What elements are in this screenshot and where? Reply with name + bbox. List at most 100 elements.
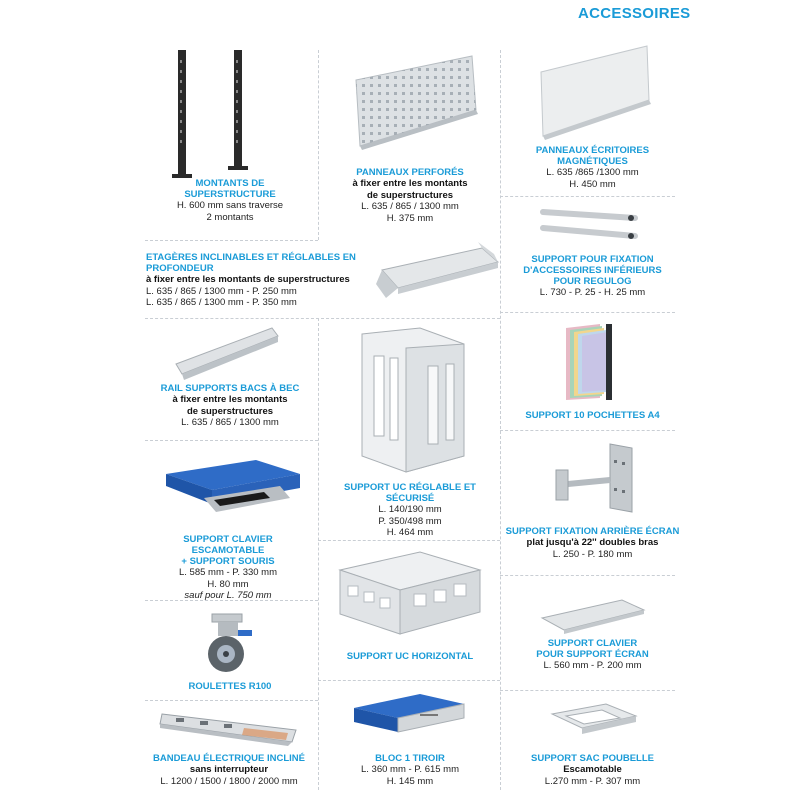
shelves-subtitle: à fixer entre les montants de superstruc… [146,274,350,285]
lower-mount-title: POUR REGULOG [553,276,632,287]
row-divider [318,680,500,681]
monitor-keyboard-tray-image [540,599,646,634]
monitor-arm-image [555,443,633,513]
drawer-block-info: BLOC 1 TIROIR L. 360 mm - P. 615 mm H. 1… [325,753,495,787]
bin-rail-title: RAIL SUPPORTS BACS À BEC [160,383,300,394]
keyboard-drawer-spec: H. 80 mm [207,578,249,590]
pc-holder-spec: H. 464 mm [386,527,434,538]
lower-mount-info: SUPPORT POUR FIXATION D'ACCESSOIRES INFÉ… [510,254,675,299]
pc-holder-image [361,327,465,473]
page-title: ACCESSOIRES [578,5,691,22]
power-strip-title: BANDEAU ÉLECTRIQUE INCLINÉ [152,753,305,764]
bin-rail-subtitle: de superstructures [186,405,274,417]
trash-bag-holder-image [550,703,638,734]
trash-bag-holder-spec: L.270 mm - P. 307 mm [544,775,641,787]
monitor-keyboard-tray-title: SUPPORT CLAVIER [547,638,638,649]
a4-pockets-info: SUPPORT 10 POCHETTES A4 [510,410,675,421]
a4-pockets-title: SUPPORT 10 POCHETTES A4 [525,410,660,421]
perforated-panel-subtitle: de superstructures [366,189,454,201]
trash-bag-holder-info: SUPPORT SAC POUBELLE Escamotable L.270 m… [510,753,675,787]
row-divider [318,540,500,541]
monitor-arm-spec: L. 250 - P. 180 mm [552,548,633,560]
perforated-panel-subtitle: à fixer entre les montants [352,178,468,189]
whiteboard-panel-title: MAGNÉTIQUES [557,156,628,167]
monitor-arm-subtitle: plat jusqu'à 22'' doubles bras [526,537,659,548]
row-divider [145,240,318,241]
row-divider [145,700,318,701]
whiteboard-panel-image [540,45,651,140]
pc-holder-spec: P. 350/498 mm [378,515,442,527]
uprights-title: MONTANTS DE [195,178,265,189]
whiteboard-panel-info: PANNEAUX ÉCRITOIRES MAGNÉTIQUES L. 635 /… [510,145,675,190]
monitor-arm-info: SUPPORT FIXATION ARRIÈRE ÉCRAN plat jusq… [505,526,680,560]
column-divider [318,318,319,790]
trash-bag-holder-subtitle: Escamotable [563,764,622,775]
drawer-block-spec: L. 360 mm - P. 615 mm [360,764,460,775]
whiteboard-panel-title: PANNEAUX ÉCRITOIRES [535,145,650,156]
uprights-info: MONTANTS DE SUPERSTRUCTURE H. 600 mm san… [150,178,310,223]
keyboard-drawer-spec: L. 585 mm - P. 330 mm [178,567,278,578]
shelves-spec: L. 635 / 865 / 1300 mm - P. 250 mm [146,285,297,297]
perforated-panel-spec: L. 635 / 865 / 1300 mm [361,201,459,212]
a4-pockets-image [566,324,612,400]
lower-mount-spec: L. 730 - P. 25 - H. 25 mm [539,287,646,298]
drawer-block-image [354,694,465,733]
bin-rail-spec: L. 635 / 865 / 1300 mm [181,417,279,428]
row-divider [145,318,500,319]
column-divider [500,50,501,790]
uprights-title: SUPERSTRUCTURE [184,189,276,200]
drawer-block-title: BLOC 1 TIROIR [375,753,445,764]
row-divider [145,600,318,601]
perforated-panel-info: PANNEAUX PERFORÉS à fixer entre les mont… [330,167,490,224]
power-strip-image [159,713,297,746]
power-strip-subtitle: sans interrupteur [189,764,269,775]
trash-bag-holder-title: SUPPORT SAC POUBELLE [531,753,654,764]
uprights-spec: 2 montants [206,211,254,223]
caster-info: ROULETTES R100 [150,681,310,692]
shelves-spec: L. 635 / 865 / 1300 mm - P. 350 mm [146,297,297,308]
power-strip-spec: L. 1200 / 1500 / 1800 / 2000 mm [160,775,298,787]
keyboard-drawer-title: + SUPPORT SOURIS [181,556,275,567]
monitor-keyboard-tray-title: POUR SUPPORT ÉCRAN [536,649,649,660]
whiteboard-panel-spec: L. 635 /865 /1300 mm [546,167,639,178]
row-divider [500,690,675,691]
horizontal-pc-holder-info: SUPPORT UC HORIZONTAL [325,651,495,662]
keyboard-drawer-title: SUPPORT CLAVIER ESCAMOTABLE [183,534,273,556]
lower-mount-bars-image [540,209,638,239]
lower-mount-title: D'ACCESSOIRES INFÉRIEURS [523,265,662,276]
monitor-keyboard-tray-spec: L. 560 mm - P. 200 mm [543,660,642,671]
pc-holder-title: SUPPORT UC RÉGLABLE ET SÉCURISÉ [344,482,476,504]
horizontal-pc-holder-image [338,551,482,635]
shelves-title: ETAGÈRES INCLINABLES ET RÉGLABLES EN PRO… [146,252,356,274]
row-divider [145,440,318,441]
row-divider [500,430,675,431]
lower-mount-title: SUPPORT POUR FIXATION [531,254,654,265]
perforated-panel-image [355,55,478,150]
drawer-block-spec: H. 145 mm [386,775,434,787]
row-divider [500,575,675,576]
whiteboard-panel-spec: H. 450 mm [569,178,616,190]
keyboard-drawer-note: sauf pour L. 750 mm [184,590,272,601]
power-strip-info: BANDEAU ÉLECTRIQUE INCLINÉ sans interrup… [146,753,312,787]
row-divider [500,196,675,197]
horizontal-pc-holder-title: SUPPORT UC HORIZONTAL [346,651,474,662]
perforated-panel-title: PANNEAUX PERFORÉS [356,167,464,178]
pc-holder-spec: L. 140/190 mm [378,504,442,515]
shelves-info: ETAGÈRES INCLINABLES ET RÉGLABLES EN PRO… [146,252,416,309]
tilting-shelf-image [376,242,500,298]
keyboard-drawer-info: SUPPORT CLAVIER ESCAMOTABLE + SUPPORT SO… [146,534,310,602]
bin-rail-subtitle: à fixer entre les montants [172,394,288,405]
uprights-spec: H. 600 mm sans traverse [176,200,284,211]
column-divider [318,50,319,240]
row-divider [500,312,675,313]
perforated-panel-spec: H. 375 mm [386,212,434,224]
caster-wheel-image [208,613,252,672]
uprights-image [172,50,248,178]
monitor-keyboard-tray-info: SUPPORT CLAVIER POUR SUPPORT ÉCRAN L. 56… [510,638,675,672]
bin-rail-info: RAIL SUPPORTS BACS À BEC à fixer entre l… [150,383,310,429]
bin-rail-image [175,327,279,380]
keyboard-drawer-image [166,460,300,512]
pc-holder-info: SUPPORT UC RÉGLABLE ET SÉCURISÉ L. 140/1… [325,482,495,539]
caster-title: ROULETTES R100 [188,681,272,692]
